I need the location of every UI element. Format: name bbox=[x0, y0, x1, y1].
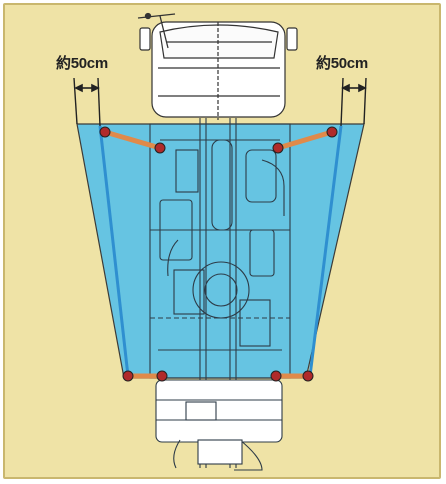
joint-icon bbox=[270, 370, 282, 382]
vehicle-cab bbox=[139, 21, 298, 120]
joint-icon bbox=[302, 370, 314, 382]
right-clearance-label: 約50cm bbox=[316, 55, 368, 72]
left-clearance-label: 約50cm bbox=[56, 55, 108, 72]
joint-icon bbox=[122, 370, 134, 382]
joint-icon bbox=[156, 370, 168, 382]
joint-icon bbox=[272, 142, 284, 154]
support-poles bbox=[98, 125, 343, 377]
joint-icon bbox=[99, 126, 111, 138]
coverage-area bbox=[76, 123, 365, 379]
wiper-icon bbox=[137, 12, 176, 49]
arm-joints bbox=[99, 126, 338, 382]
vehicle-chassis bbox=[149, 118, 291, 471]
double-headed-arrow-icon bbox=[341, 83, 367, 93]
joint-icon bbox=[154, 142, 166, 154]
joint-icon bbox=[326, 126, 338, 138]
dimension-lines bbox=[73, 77, 367, 127]
double-headed-arrow-icon bbox=[74, 83, 100, 93]
